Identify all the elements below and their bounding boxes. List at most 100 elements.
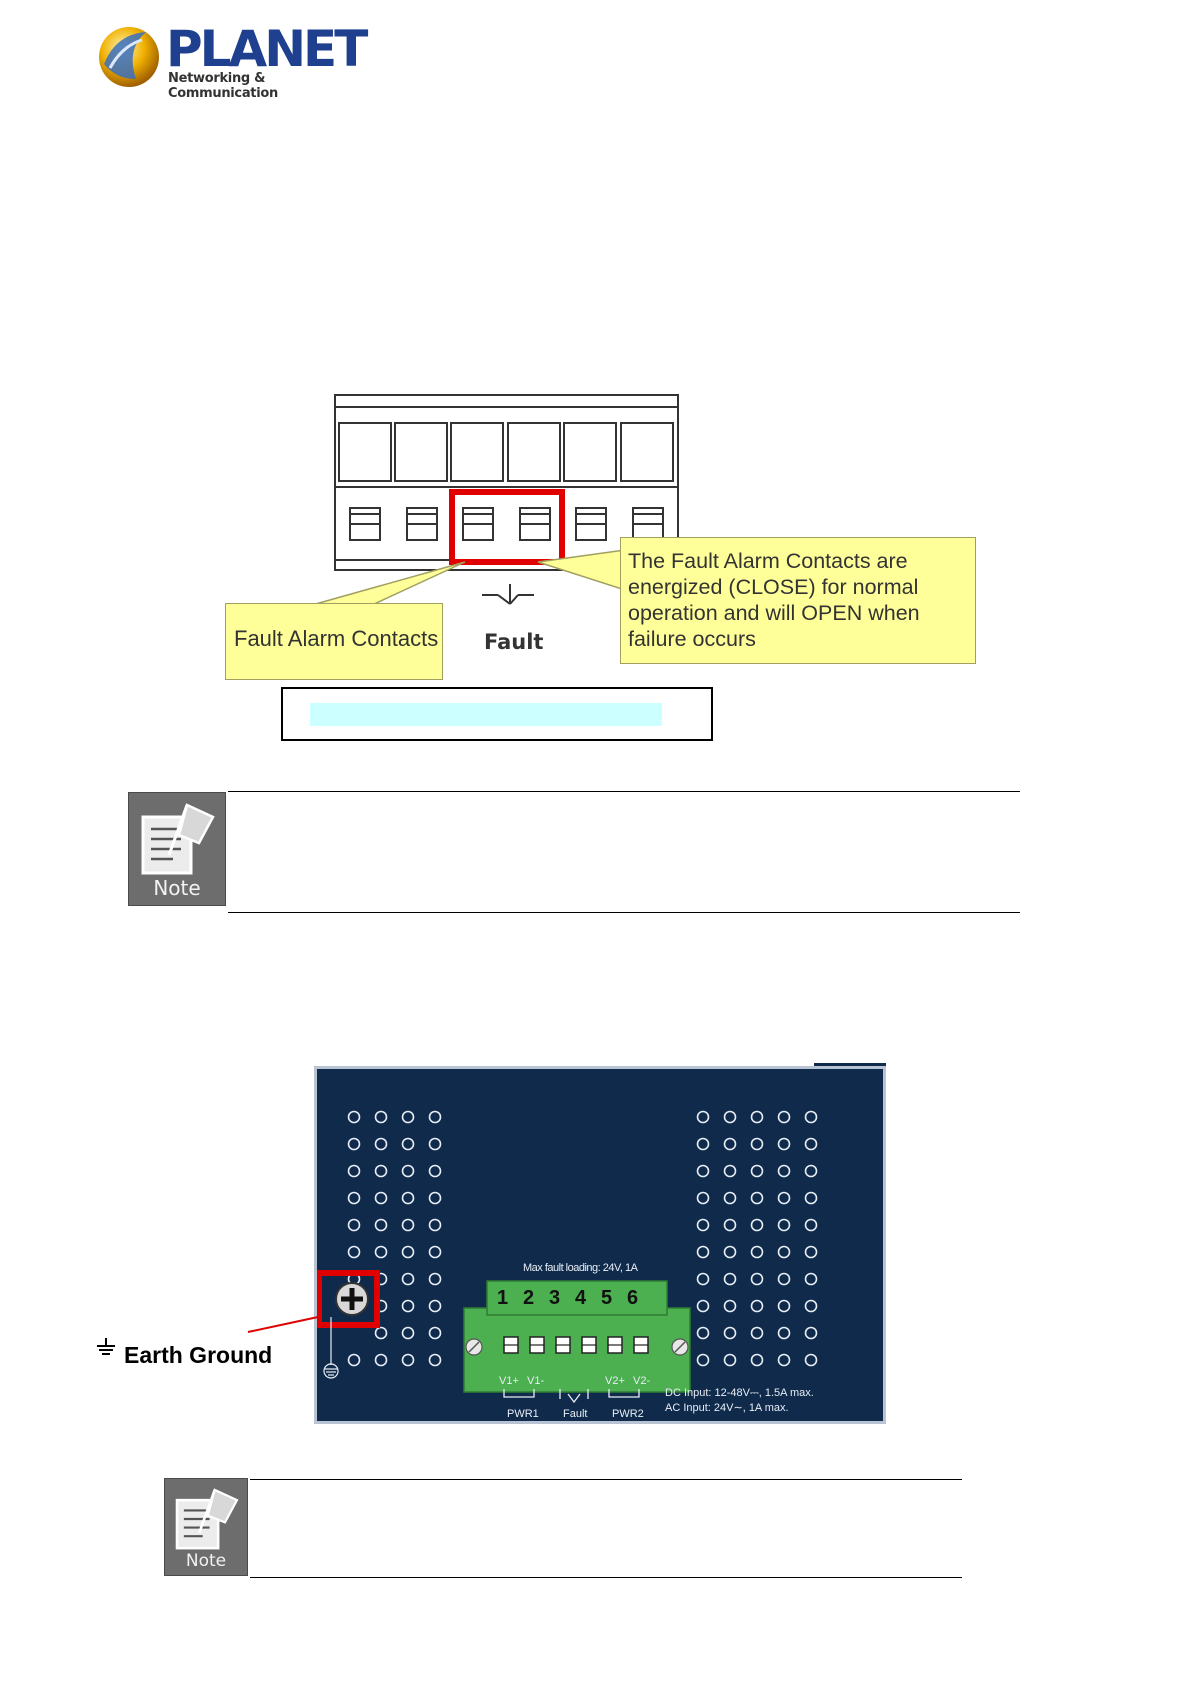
- vent-hole: [347, 1110, 361, 1124]
- vent-hole: [374, 1110, 388, 1124]
- terminal-number: 4: [575, 1287, 587, 1309]
- vent-hole: [401, 1218, 415, 1232]
- vent-hole: [696, 1137, 710, 1151]
- pin-label-v1-minus: V1-: [527, 1375, 545, 1387]
- earth-ground-highlight: [317, 1270, 380, 1328]
- earth-ground-pointer: [97, 1316, 319, 1355]
- vent-hole: [374, 1164, 388, 1178]
- vent-hole: [804, 1245, 818, 1259]
- vent-hole: [750, 1191, 764, 1205]
- fault-pins-highlight: [449, 489, 565, 565]
- group-label-fault: Fault: [563, 1408, 588, 1420]
- vent-hole: [777, 1299, 791, 1313]
- vent-hole: [750, 1326, 764, 1340]
- vent-hole: [347, 1164, 361, 1178]
- vent-hole: [804, 1191, 818, 1205]
- vent-hole: [777, 1191, 791, 1205]
- pin-label-v2-minus: V2-: [633, 1375, 651, 1387]
- vent-hole: [374, 1326, 388, 1340]
- vent-hole: [804, 1164, 818, 1178]
- brand-name: PLANET: [166, 20, 368, 78]
- vent-hole: [804, 1299, 818, 1313]
- note-top-rule: [250, 1479, 962, 1480]
- vent-hole: [723, 1164, 737, 1178]
- vent-hole: [401, 1272, 415, 1286]
- terminal-number: 3: [549, 1287, 561, 1309]
- vent-hole: [696, 1326, 710, 1340]
- vent-hole: [777, 1245, 791, 1259]
- terminal-number: 2: [523, 1287, 535, 1309]
- fault-alarm-contacts-callout: Fault Alarm Contacts: [225, 603, 443, 680]
- vent-hole: [777, 1326, 791, 1340]
- vent-hole: [696, 1245, 710, 1259]
- vent-hole: [401, 1164, 415, 1178]
- notepad-pen-icon: [141, 803, 215, 875]
- fault-symbol: [482, 584, 534, 605]
- vent-hole: [723, 1137, 737, 1151]
- vent-hole: [723, 1218, 737, 1232]
- note-icon: Note: [164, 1478, 248, 1576]
- vent-hole: [401, 1110, 415, 1124]
- vent-hole: [777, 1137, 791, 1151]
- vent-hole: [696, 1299, 710, 1313]
- vent-hole: [428, 1245, 442, 1259]
- vent-hole: [347, 1218, 361, 1232]
- vent-hole: [428, 1137, 442, 1151]
- note-bottom-rule: [228, 912, 1020, 913]
- vent-hole: [804, 1353, 818, 1367]
- brand-tagline: Networking & Communication: [168, 71, 278, 101]
- vent-hole: [804, 1272, 818, 1286]
- vent-hole: [347, 1353, 361, 1367]
- note-icon-label: Note: [185, 1551, 227, 1571]
- pin-label-v2-plus: V2+: [605, 1375, 625, 1387]
- vent-hole: [374, 1218, 388, 1232]
- vent-hole: [428, 1191, 442, 1205]
- vent-hole: [777, 1353, 791, 1367]
- vent-hole: [347, 1137, 361, 1151]
- ventilation-holes: [317, 1110, 818, 1404]
- vent-hole: [804, 1110, 818, 1124]
- vent-hole: [750, 1353, 764, 1367]
- vent-hole: [750, 1218, 764, 1232]
- dc-input-spec: DC Input: 12-48V⎓, 1.5A max.: [665, 1387, 814, 1399]
- note-icon: Note: [128, 792, 226, 906]
- earth-ground-icon: [97, 1338, 115, 1355]
- vent-hole: [750, 1137, 764, 1151]
- group-label-pwr1: PWR1: [507, 1408, 539, 1420]
- vent-hole: [804, 1137, 818, 1151]
- vent-hole: [347, 1245, 361, 1259]
- vent-hole: [804, 1326, 818, 1340]
- planet-logo: PLANET Networking & Communication: [96, 20, 368, 101]
- caption-highlight: [310, 703, 662, 726]
- earth-ground-label: Earth Ground: [124, 1342, 273, 1368]
- globe-icon: [99, 27, 159, 87]
- note-bottom-rule: [250, 1577, 962, 1578]
- vent-hole: [696, 1272, 710, 1286]
- vent-hole: [723, 1245, 737, 1259]
- vent-hole: [723, 1326, 737, 1340]
- ground-symbol-icon: [323, 1317, 339, 1379]
- vent-hole: [804, 1218, 818, 1232]
- pin-label-v1-plus: V1+: [499, 1375, 519, 1387]
- vent-hole: [696, 1353, 710, 1367]
- group-label-pwr2: PWR2: [612, 1408, 644, 1420]
- vent-hole: [401, 1137, 415, 1151]
- vent-hole: [374, 1353, 388, 1367]
- vent-hole: [723, 1191, 737, 1205]
- note-icon-label: Note: [153, 876, 201, 900]
- vent-hole: [750, 1164, 764, 1178]
- vent-hole: [777, 1164, 791, 1178]
- vent-hole: [374, 1245, 388, 1259]
- notepad-pen-icon: [175, 1488, 239, 1550]
- vent-hole: [696, 1110, 710, 1124]
- vent-hole: [696, 1164, 710, 1178]
- vent-hole: [401, 1353, 415, 1367]
- vent-hole: [723, 1110, 737, 1124]
- vent-hole: [723, 1299, 737, 1313]
- vent-hole: [723, 1272, 737, 1286]
- vent-hole: [750, 1272, 764, 1286]
- vent-hole: [428, 1164, 442, 1178]
- terminal-number: 6: [627, 1287, 639, 1309]
- max-fault-loading-label: Max fault loading: 24V, 1A: [523, 1262, 638, 1274]
